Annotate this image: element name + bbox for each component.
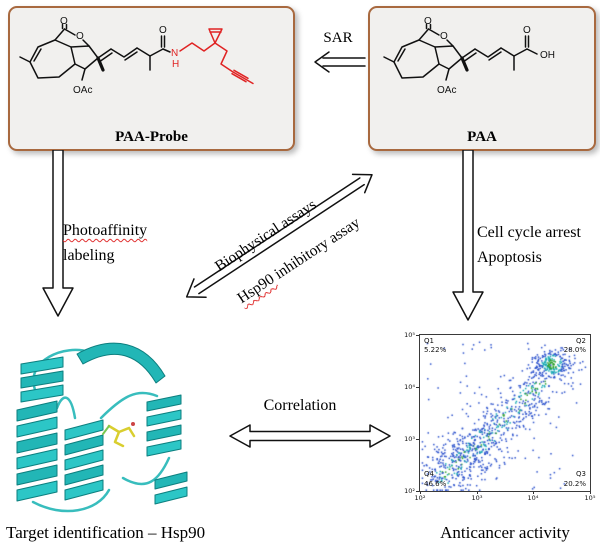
photoaffinity-word: Photoaffinity	[63, 222, 148, 239]
oh-label: OH	[540, 50, 555, 61]
sar-label: SAR	[323, 30, 353, 46]
x-tick-1e5: 10⁵	[579, 490, 600, 502]
labeling-word: labeling	[63, 246, 115, 264]
q4-label: Q4	[424, 469, 434, 478]
x-tick-1e2: 10²	[409, 490, 431, 502]
photoaffinity-down-arrow-icon	[42, 150, 74, 317]
paa-panel: O O OAc O OH PAA	[368, 6, 596, 151]
target-identification-caption: Target identification – Hsp90	[6, 523, 206, 542]
hsp90-protein-image	[16, 342, 188, 513]
cell-cycle-apoptosis-label: Cell cycle arrest Apoptosis	[477, 221, 581, 271]
o-acid-label: O	[523, 25, 531, 36]
q2-label: Q2	[576, 337, 586, 345]
y-tick-1e3: 10³	[397, 435, 420, 443]
flow-cytometry-panel: 10⁵ 10⁴ 10³ 10² 10² 10³ 10⁴ 10⁵ Q1 5.22%…	[397, 331, 600, 514]
q2-percent: 28.0%	[563, 346, 586, 354]
o-bridge-label: O	[60, 16, 68, 27]
oac-label: OAc	[437, 85, 456, 96]
paa-title: PAA	[467, 129, 497, 145]
flow-scatter-canvas	[420, 335, 590, 491]
q1-label: Q1	[424, 337, 434, 345]
paa-probe-title: PAA-Probe	[115, 129, 188, 145]
q1-percent: 5.22%	[424, 346, 447, 354]
q4-percent: 46.6%	[424, 479, 447, 488]
q3-percent: 20.2%	[563, 479, 586, 488]
flow-plot: Q1 5.22% Q2 28.0% Q4 46.6% Q3 20.2%	[419, 334, 591, 492]
h-label: H	[172, 59, 179, 70]
correlation-label: Correlation	[263, 397, 337, 414]
x-tick-1e4: 10⁴	[522, 490, 544, 502]
o-lactone-label: O	[76, 31, 84, 42]
o-lactone-label: O	[440, 31, 448, 42]
n-label: N	[171, 48, 178, 59]
o-amide-label: O	[159, 25, 167, 36]
o-bridge-label: O	[424, 16, 432, 27]
assays-diagonal-arrow-icon	[185, 173, 373, 299]
paa-probe-panel: O O OAc O N H PAA-Probe	[8, 6, 295, 151]
photoaffinity-labeling-label: Photoaffinity labeling	[63, 219, 147, 269]
apoptosis-word: Apoptosis	[477, 248, 542, 266]
x-tick-1e3: 10³	[466, 490, 488, 502]
sar-arrow-icon	[314, 51, 366, 73]
q3-label: Q3	[576, 469, 586, 478]
y-tick-1e5: 10⁵	[397, 331, 420, 339]
oac-label: OAc	[73, 85, 92, 96]
y-tick-1e4: 10⁴	[397, 383, 420, 391]
y-tick-1e2: 10²	[397, 487, 420, 495]
paa-structure: O O OAc O OH	[383, 16, 555, 96]
ligand-sticks	[102, 422, 136, 448]
cell-cycle-down-arrow-icon	[452, 150, 484, 321]
anticancer-activity-caption: Anticancer activity	[440, 523, 570, 542]
correlation-double-arrow-icon	[229, 424, 391, 448]
cell-cycle-arrest-words: Cell cycle arrest	[477, 224, 581, 241]
paa-probe-structure: O O OAc O N H	[19, 16, 254, 96]
